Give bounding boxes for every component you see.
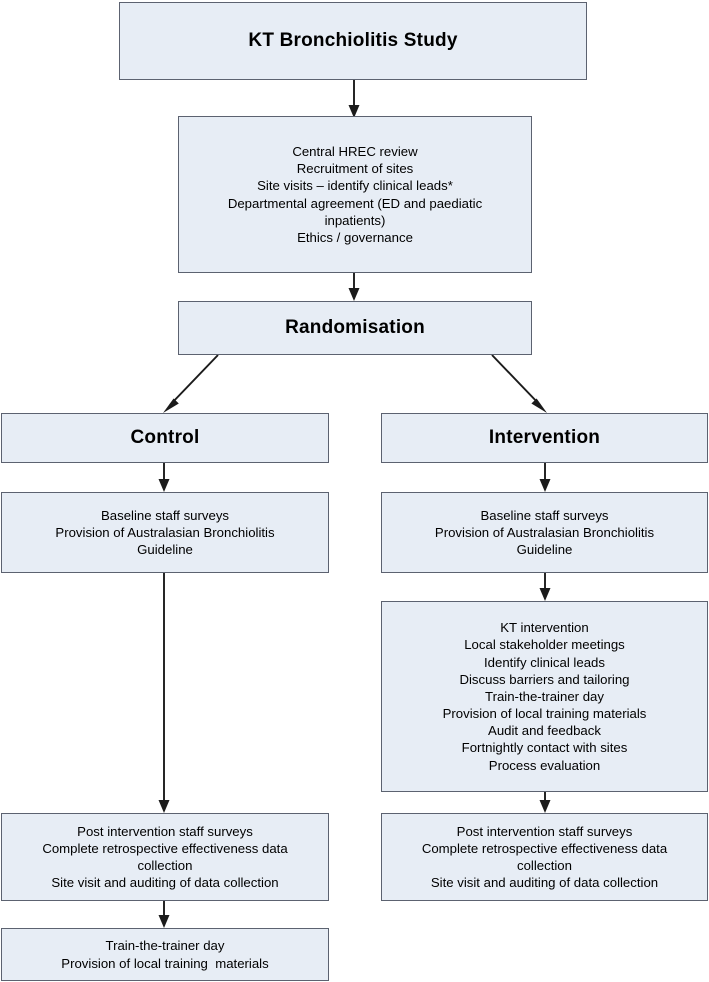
text-line: Baseline staff surveys [480, 507, 609, 523]
node-kt-bronchiolitis-study-text: KT Bronchiolitis Study [126, 29, 580, 54]
text-line: Train-the-trainer day [105, 938, 225, 954]
node-control-text: Control [8, 426, 322, 451]
node-randomisation-text: Randomisation [185, 316, 525, 341]
text-line: Site visit and auditing of data collecti… [51, 875, 279, 891]
edge-intervention-baseline-to-kt [539, 573, 551, 601]
text-line: Audit and feedback [488, 723, 601, 739]
text-line: Recruitment of sites [296, 161, 414, 177]
text-line: Ethics / governance [297, 229, 413, 245]
text-line: Fortnightly contact with sites [461, 740, 628, 756]
text-line: Intervention [488, 426, 601, 448]
node-control[interactable]: Control [1, 413, 329, 463]
text-line: KT Bronchiolitis Study [248, 29, 458, 51]
edge-randomisation-to-intervention [491, 354, 547, 413]
text-line: collection [517, 858, 572, 873]
text-line: Train-the-trainer day [485, 688, 604, 704]
text-line: Provision of Australasian Bronchiolitis [434, 524, 655, 540]
edge-control-baseline-to-control-post [158, 573, 170, 813]
text-line: Discuss barriers and tailoring [459, 671, 630, 687]
text-line: Post intervention staff surveys [456, 823, 633, 839]
text-line: Complete retrospective effectiveness dat… [421, 840, 668, 856]
node-randomisation[interactable]: Randomisation [178, 301, 532, 355]
text-line: Guideline [516, 542, 573, 558]
text-line: Post intervention staff surveys [77, 823, 253, 839]
node-intervention[interactable]: Intervention [381, 413, 708, 463]
node-kt-bronchiolitis-study[interactable]: KT Bronchiolitis Study [119, 2, 587, 80]
edge-control-post-to-control-training [158, 901, 170, 928]
edge-study-to-setup [348, 80, 360, 118]
text-line: Provision of local training materials [61, 955, 269, 971]
text-line: Site visits – identify clinical leads* [257, 178, 453, 194]
text-line: Control [130, 426, 200, 448]
edge-control-to-control-baseline [158, 463, 170, 492]
text-line: Local stakeholder meetings [464, 637, 625, 653]
text-line: Complete retrospective effectiveness dat… [42, 840, 288, 856]
edge-intervention-to-intervention-baseline [539, 463, 551, 492]
text-line: Guideline [137, 542, 193, 558]
node-intervention-text: Intervention [388, 426, 701, 451]
text-line: Process evaluation [488, 757, 601, 773]
text-line: Baseline staff surveys [100, 507, 230, 523]
text-line: Provision of Australasian Bronchiolitis [55, 524, 275, 540]
edge-randomisation-to-control [163, 354, 219, 413]
text-line: Site visit and auditing of data collecti… [430, 875, 659, 891]
text-line: collection [137, 858, 193, 873]
text-line: KT intervention [500, 620, 589, 636]
text-line: Central HREC review [292, 144, 418, 160]
text-line: Randomisation [285, 316, 425, 338]
edge-kt-to-intervention-post [539, 792, 551, 813]
text-line: Departmental agreement (ED and paediatic [227, 195, 483, 211]
text-line: Identify clinical leads [484, 654, 605, 670]
edge-setup-to-randomisation [348, 273, 360, 301]
text-line: inpatients) [324, 212, 386, 228]
text-line: Provision of local training materials [442, 706, 647, 722]
